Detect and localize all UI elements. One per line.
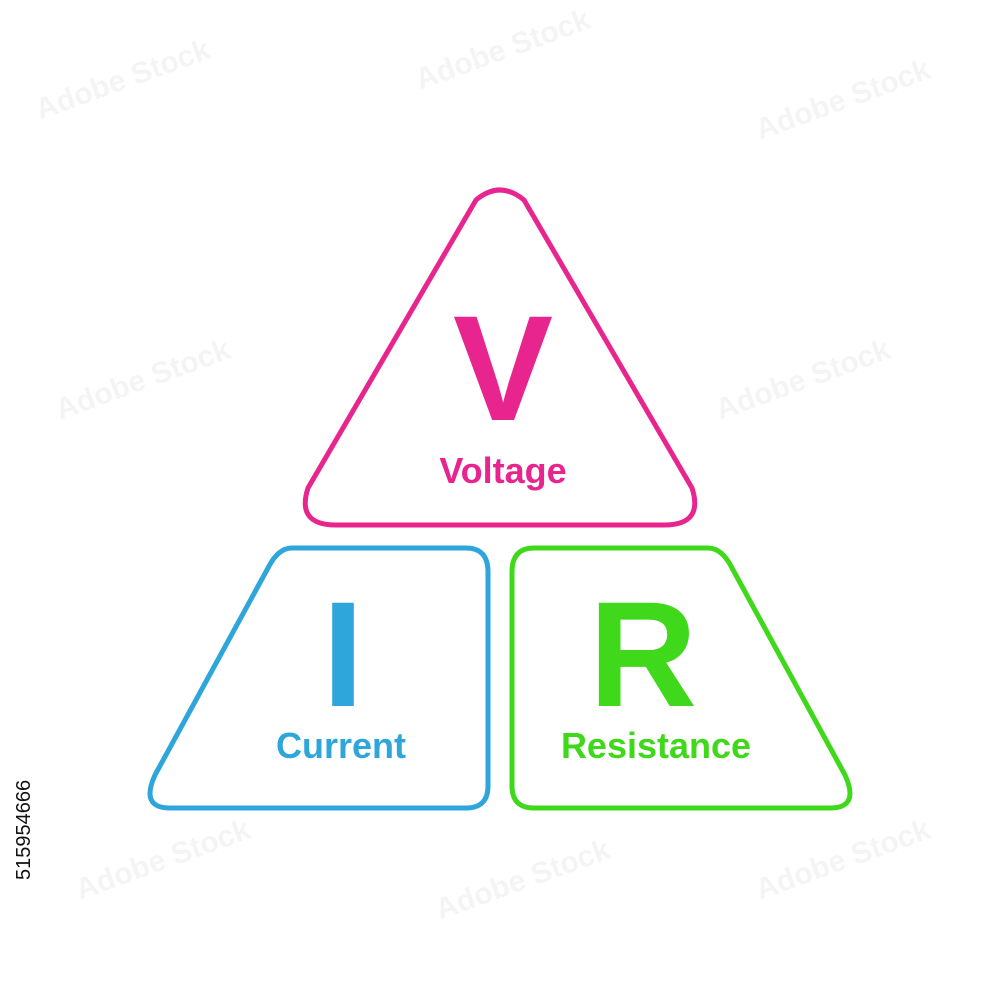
watermark-text: Adobe Stock bbox=[751, 53, 935, 147]
current-trapezoid bbox=[147, 545, 491, 811]
voltage-letter: V bbox=[453, 284, 553, 452]
watermark-text: Adobe Stock bbox=[71, 813, 255, 907]
stock-id-label: 515954666 bbox=[13, 780, 35, 880]
current-label: Current bbox=[276, 725, 406, 766]
resistance-label: Resistance bbox=[561, 725, 751, 766]
watermark-text: Adobe Stock bbox=[751, 813, 935, 907]
voltage-triangle bbox=[302, 187, 698, 528]
watermark-text: Adobe Stock bbox=[711, 333, 895, 427]
watermark-text: Adobe Stock bbox=[431, 833, 615, 927]
resistance-letter: R bbox=[589, 570, 697, 738]
voltage-label: Voltage bbox=[439, 450, 566, 491]
watermark-text: Adobe Stock bbox=[51, 333, 235, 427]
watermark-text: Adobe Stock bbox=[31, 33, 215, 127]
current-letter: I bbox=[322, 570, 364, 738]
resistance-trapezoid bbox=[509, 545, 853, 811]
watermark-text: Adobe Stock bbox=[411, 3, 595, 97]
